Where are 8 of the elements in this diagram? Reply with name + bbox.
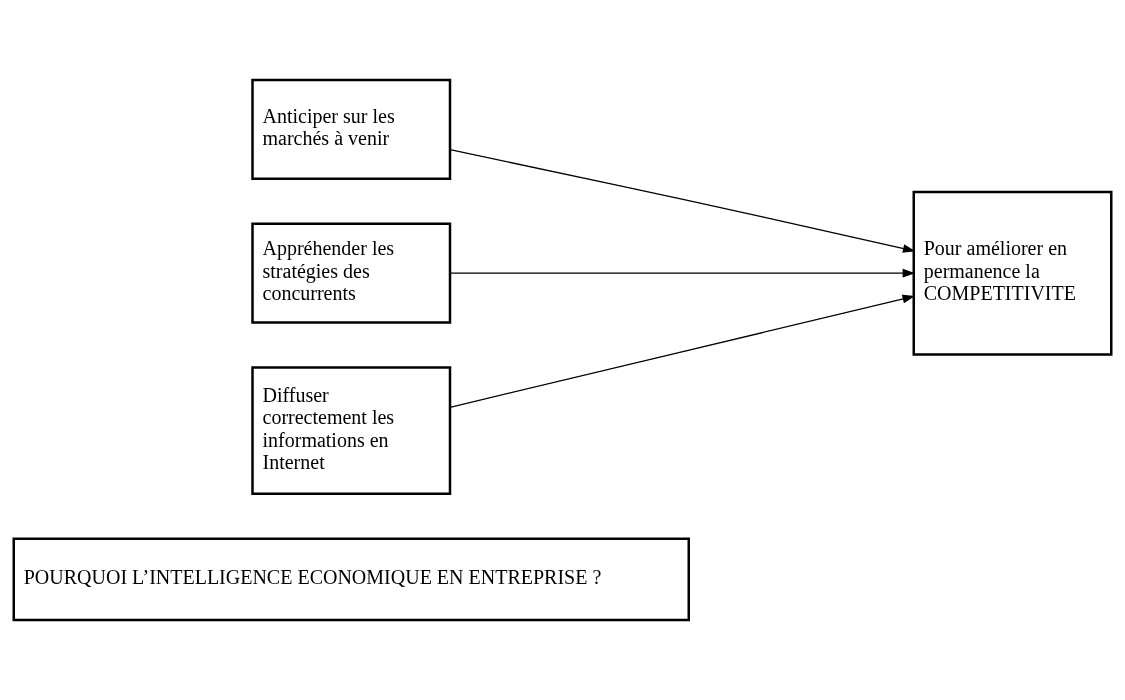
arrow <box>449 294 916 408</box>
node-box: Anticiper sur les marchés à venir <box>251 78 452 180</box>
node-box: POURQUOI L’INTELLIGENCE ECONOMIQUE EN ENTREPRISE ? <box>12 537 690 622</box>
node-box: Pour améliorer en permanence la COMPETITIVITE <box>912 190 1113 356</box>
node-box: Appréhender les stratégies des concurrents <box>251 222 452 324</box>
node-box: Diffuser correctement les informations en Internet <box>251 366 452 495</box>
arrow <box>449 268 916 278</box>
arrow <box>449 149 916 253</box>
